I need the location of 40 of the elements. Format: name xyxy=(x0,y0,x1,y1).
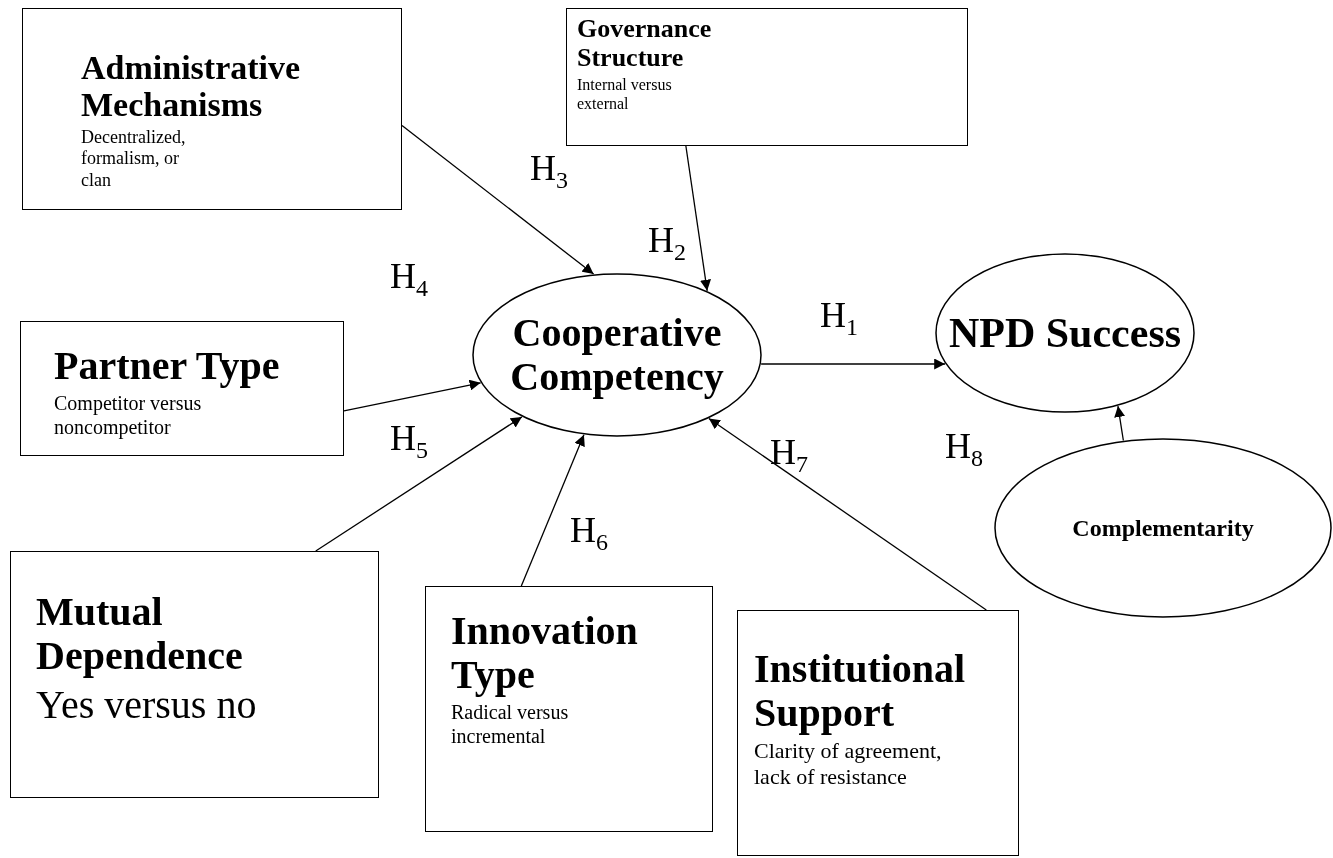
construct-ellipse xyxy=(994,438,1332,618)
arrow xyxy=(343,379,482,412)
arrow xyxy=(1114,405,1126,442)
hypothesis-label: H$_{2}$ xyxy=(648,222,686,265)
arrow xyxy=(685,145,711,292)
hypothesis-label: H$_{7}$ xyxy=(770,434,808,477)
construct-box xyxy=(737,610,1019,856)
construct-box xyxy=(566,8,968,146)
construct-box xyxy=(425,586,713,832)
construct-description: Clarity of agreement, lack of resistance xyxy=(754,738,943,791)
arrow xyxy=(708,417,987,611)
construct-description: Competitor versus noncompetitor xyxy=(54,391,203,439)
construct-title: Governance Structure xyxy=(577,15,713,73)
arrow xyxy=(401,124,595,275)
construct-title: Partner Type xyxy=(54,344,281,388)
hypothesis-label: H$_{1}$ xyxy=(820,297,858,340)
hypothesis-label: H$_{5}$ xyxy=(390,420,428,463)
arrow xyxy=(760,358,946,370)
hypothesis-label: H$_{8}$ xyxy=(945,428,983,471)
arrow xyxy=(315,416,523,552)
hypothesis-label: H$_{3}$ xyxy=(530,150,568,193)
construct-title: Complementarity xyxy=(1072,514,1254,542)
construct-title: Institutional Support xyxy=(754,647,967,735)
construct-box xyxy=(20,321,344,456)
construct-description: Internal versus external xyxy=(577,75,673,114)
construct-description: Radical versus incremental xyxy=(451,700,570,748)
construct-title: Cooperative Competency xyxy=(509,311,725,399)
hypothesis-label: H$_{6}$ xyxy=(570,512,608,555)
arrow xyxy=(520,434,585,587)
construct-description: Decentralized, formalism, or clan xyxy=(81,126,187,192)
construct-title: Administrative Mechanisms xyxy=(81,49,302,124)
construct-description: Yes versus no xyxy=(36,681,258,729)
construct-ellipse xyxy=(935,253,1195,413)
construct-box xyxy=(22,8,402,210)
construct-title: Innovation Type xyxy=(451,609,639,697)
construct-title: NPD Success xyxy=(948,309,1182,357)
hypothesis-label: H$_{4}$ xyxy=(390,258,428,301)
construct-title: Mutual Dependence xyxy=(36,590,244,678)
construct-box xyxy=(10,551,379,798)
construct-ellipse xyxy=(472,273,762,437)
